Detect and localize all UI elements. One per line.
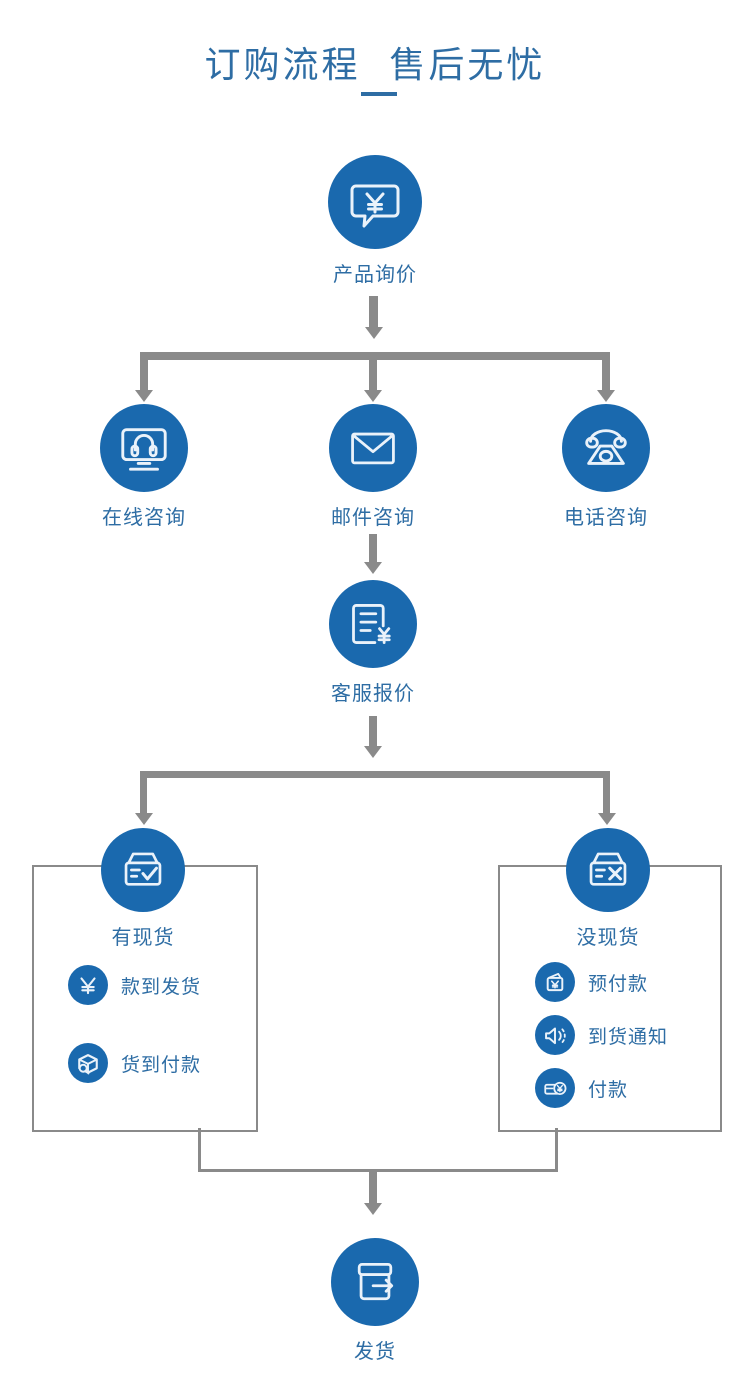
connector-branch-mid-stem (369, 352, 377, 392)
sub-item-label: 款到发货 (121, 975, 202, 998)
wallet-yen-icon (535, 962, 575, 1002)
node-label: 没现货 (576, 925, 640, 949)
card-yen-icon (535, 1068, 575, 1108)
connector-merge-arrowhead (364, 1203, 382, 1215)
connector-branch-mid-arrowhead (364, 390, 382, 402)
sub-item-label: 付款 (588, 1078, 629, 1101)
connector-quote-arrowhead (364, 746, 382, 758)
connector-stock-right-arrowhead (597, 813, 616, 825)
node-label: 在线咨询 (102, 505, 186, 529)
envelope-icon (347, 422, 399, 474)
sub-item-label: 货到付款 (121, 1053, 202, 1076)
telephone-icon (579, 421, 633, 475)
shipping-circle (331, 1238, 419, 1326)
sub-item-payment[interactable]: 付款 (535, 1068, 628, 1108)
connector-stock-right-stem (603, 771, 610, 815)
node-product-inquiry[interactable]: 产品询价 (315, 155, 435, 287)
box-arrow-right-icon (349, 1256, 401, 1308)
connector-branch-right-stem (602, 352, 610, 392)
node-shipping[interactable]: 发货 (315, 1238, 435, 1364)
node-label: 有现货 (111, 925, 175, 949)
node-online-consultation[interactable]: 在线咨询 (84, 404, 204, 530)
node-label: 产品询价 (333, 262, 417, 286)
phone-consultation-circle (562, 404, 650, 492)
connector-merge-left-drop (198, 1128, 201, 1172)
connector-stock-left-arrowhead (134, 813, 153, 825)
connector-email-to-quote-arrowhead (364, 562, 382, 574)
in-stock-circle (101, 828, 185, 912)
node-label: 邮件咨询 (331, 505, 415, 529)
connector-branch-left-arrowhead (135, 390, 153, 402)
connector-email-to-quote-stem (369, 534, 377, 564)
node-label: 发货 (354, 1339, 396, 1363)
box-check-icon (118, 845, 168, 895)
sub-item-prepayment[interactable]: 预付款 (535, 962, 648, 1002)
speech-bubble-yen-icon (347, 174, 403, 230)
yen-icon (68, 965, 108, 1005)
email-consultation-circle (329, 404, 417, 492)
connector-merge-right-drop (555, 1128, 558, 1172)
node-out-of-stock[interactable]: 没现货 (566, 828, 650, 950)
connector-stock-left-stem (140, 771, 147, 815)
sub-item-cash-on-delivery[interactable]: 货到付款 (68, 1043, 201, 1083)
sub-item-label: 预付款 (588, 972, 649, 995)
monitor-headset-icon (117, 421, 171, 475)
node-service-quote[interactable]: 客服报价 (313, 580, 433, 706)
package-search-icon (68, 1043, 108, 1083)
out-of-stock-circle (566, 828, 650, 912)
node-label: 客服报价 (331, 681, 415, 705)
connector-merge-stem (369, 1169, 377, 1205)
connector-start-stem (369, 296, 378, 328)
connector-branch-right-arrowhead (597, 390, 615, 402)
connector-merge-bar (198, 1169, 558, 1172)
online-consultation-circle (100, 404, 188, 492)
node-in-stock[interactable]: 有现货 (101, 828, 185, 950)
document-yen-icon (347, 598, 399, 650)
title-underline-decoration (361, 92, 397, 96)
sub-item-pay-then-ship[interactable]: 款到发货 (68, 965, 201, 1005)
product-inquiry-circle (328, 155, 422, 249)
connector-branch-left-stem (140, 352, 148, 392)
connector-quote-stem (369, 716, 377, 748)
page-title: 订购流程 售后无忧 (204, 45, 546, 86)
connector-start-arrowhead (364, 327, 383, 339)
connector-split-bar-bottom (140, 771, 610, 778)
speaker-icon (535, 1015, 575, 1055)
box-cross-icon (583, 845, 633, 895)
service-quote-circle (329, 580, 417, 668)
node-label: 电话咨询 (564, 505, 648, 529)
sub-item-label: 到货通知 (588, 1025, 669, 1048)
node-phone-consultation[interactable]: 电话咨询 (546, 404, 666, 530)
sub-item-arrival-notice[interactable]: 到货通知 (535, 1015, 668, 1055)
node-email-consultation[interactable]: 邮件咨询 (313, 404, 433, 530)
